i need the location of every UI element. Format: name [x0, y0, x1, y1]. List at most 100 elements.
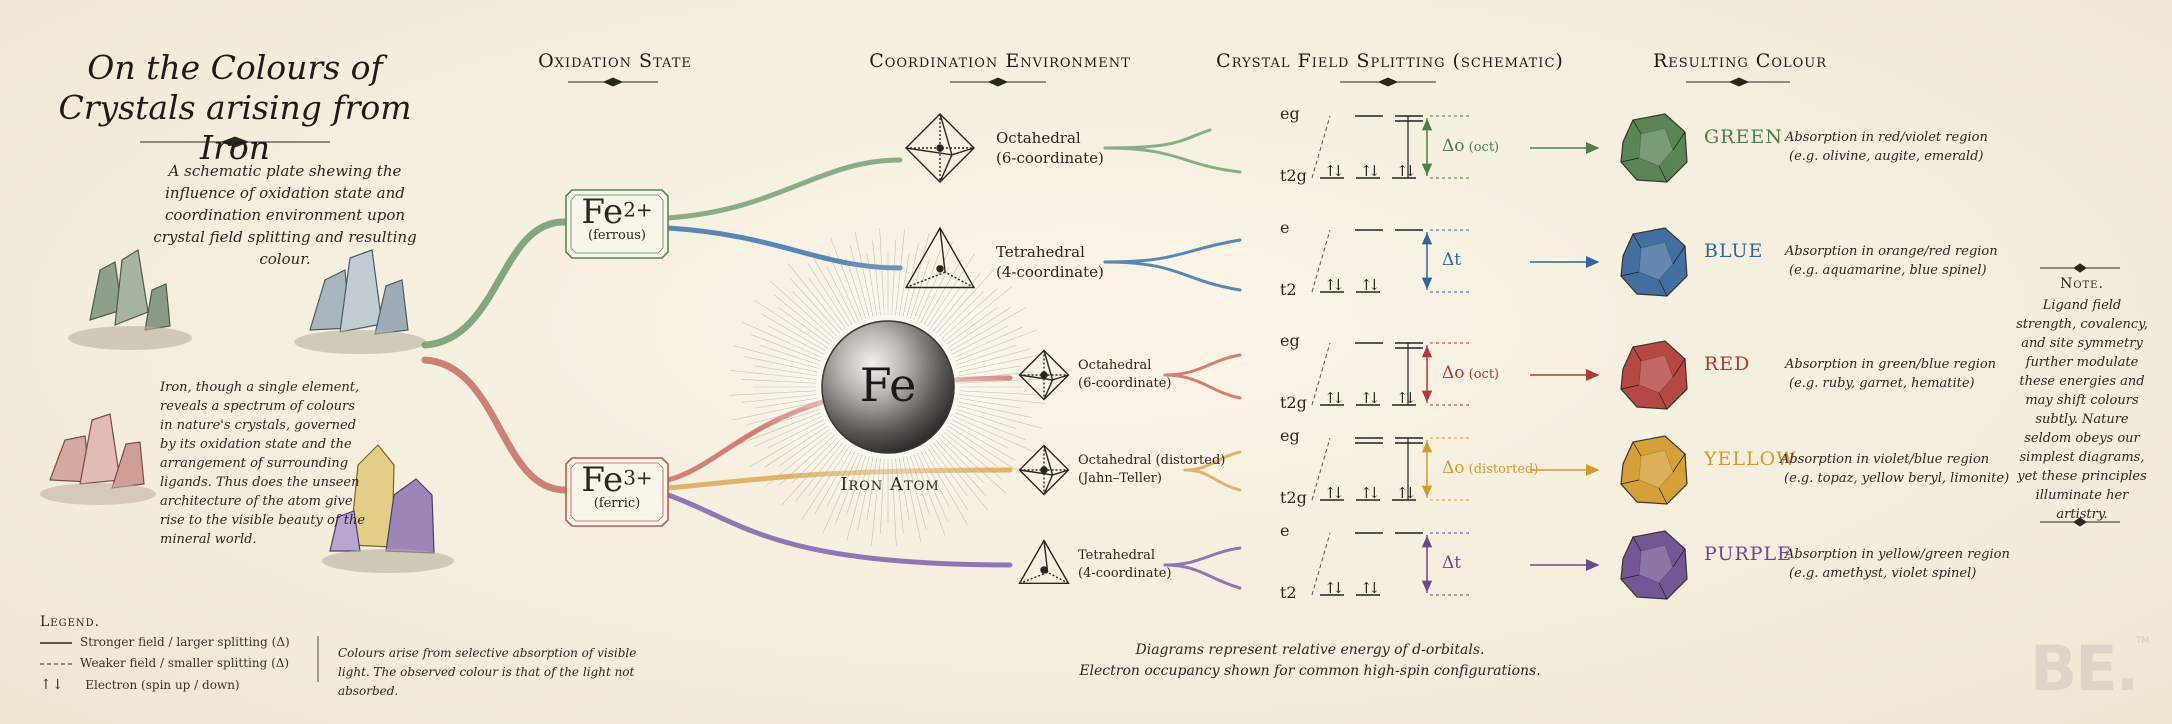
- header-oxidation-state: Oxidation State: [538, 50, 692, 72]
- absorption-region: Absorption in violet/blue region: [1780, 452, 1990, 467]
- electron-up-icon: ↑: [1360, 484, 1373, 502]
- lower-level-label: t2g: [1280, 393, 1307, 412]
- description-paragraph: Iron, though a single element, reveals a…: [160, 380, 366, 547]
- splitting-diagram-2: ↑↓↑↓: [1311, 229, 1470, 294]
- header-splitting: Crystal Field Splitting (schematic): [1216, 50, 1564, 72]
- page-title: On the Colours of Crystals arising from …: [58, 48, 412, 167]
- atom-sphere: [729, 228, 1047, 546]
- electron-down-icon: ↓: [1332, 276, 1345, 294]
- electron-down-icon: ↓: [1332, 162, 1345, 180]
- electron-down-icon: ↓: [1332, 484, 1345, 502]
- electron-down-icon: ↓: [1368, 162, 1381, 180]
- electron-up-icon: ↑: [1324, 162, 1337, 180]
- electron-up-icon: ↑: [1396, 484, 1409, 502]
- electron-up-icon: ↑: [1360, 389, 1373, 407]
- colour-name: BLUE: [1704, 240, 1764, 262]
- coordination-number: (4-coordinate): [996, 263, 1104, 281]
- legend-electron: ↑↓ Electron (spin up / down): [40, 677, 240, 693]
- footnote-line1: Diagrams represent relative energy of d-…: [1135, 642, 1485, 658]
- footnote-line2: Electron occupancy shown for common high…: [1079, 663, 1541, 679]
- state-fe2-charge: 2+: [623, 197, 653, 222]
- state-fe3-symbol: Fe: [581, 460, 624, 500]
- colour-name: RED: [1704, 353, 1751, 375]
- delta-symbol: Δo: [1442, 458, 1465, 478]
- upper-level-label: eg: [1280, 331, 1300, 350]
- lower-level-label: t2: [1280, 280, 1297, 299]
- gem-yellow-icon: [1620, 435, 1688, 505]
- atom-label: Iron Atom: [840, 474, 940, 495]
- absorption-examples: (e.g. olivine, augite, emerald): [1789, 149, 1984, 164]
- splitting-diagram-1: ↑↓↑↓↑↓: [1311, 115, 1470, 180]
- delta-note: (distorted): [1464, 462, 1539, 477]
- gem-purple-icon: [1620, 530, 1688, 600]
- electron-down-icon: ↓: [1332, 389, 1345, 407]
- absorption-examples: (e.g. aquamarine, blue spinel): [1789, 263, 1987, 278]
- polyhedron-4: [1018, 444, 1070, 496]
- legend-electron-label: Electron (spin up / down): [85, 678, 240, 692]
- ornaments: [140, 77, 2120, 527]
- coordination-label-2: Tetrahedral(4-coordinate): [996, 242, 1104, 282]
- electron-down-icon: ↓: [1368, 276, 1381, 294]
- coordination-label-5: Tetrahedral (4-coordinate): [1078, 547, 1171, 583]
- upper-level-label: eg: [1280, 426, 1300, 445]
- note-title: Note.: [2060, 276, 2104, 292]
- absorption-text: Absorption in yellow/green region(e.g. a…: [1785, 545, 2010, 583]
- electron-down-icon: ↓: [1404, 162, 1417, 180]
- delta-label: Δt: [1442, 250, 1461, 270]
- polyhedron-5: [1018, 539, 1070, 585]
- electron-down-icon: ↓: [1368, 579, 1381, 597]
- absorption-region: Absorption in red/violet region: [1785, 130, 1988, 145]
- state-fe2-name: (ferrous): [588, 228, 646, 243]
- absorption-examples: (e.g. ruby, garnet, hematite): [1789, 376, 1975, 391]
- delta-symbol: Δo: [1442, 363, 1465, 383]
- watermark-tm: TM: [2136, 636, 2150, 646]
- electron-down-icon: ↓: [1368, 484, 1381, 502]
- electron-up-icon: ↑: [1324, 276, 1337, 294]
- splitting-diagram-5: ↑↓↑↓: [1311, 532, 1470, 597]
- upper-level-label: e: [1280, 218, 1290, 237]
- gems: [1620, 113, 1688, 600]
- coordination-label-1: Octahedral(6-coordinate): [996, 128, 1104, 168]
- absorption-region: Absorption in orange/red region: [1785, 244, 1998, 259]
- electron-down-icon: ↓: [1368, 389, 1381, 407]
- polyhedron-1: [905, 113, 975, 183]
- upper-level-label: eg: [1280, 104, 1300, 123]
- coordination-name: Tetrahedral: [1078, 548, 1156, 563]
- lower-level-label: t2: [1280, 583, 1297, 602]
- upper-level-label: e: [1280, 521, 1290, 540]
- branches-right: [1103, 128, 1242, 590]
- absorption-text: Absorption in orange/red region (e.g. aqu…: [1785, 242, 1998, 280]
- state-fe3: Fe3+ (ferric): [566, 460, 668, 511]
- colour-name: YELLOW: [1704, 448, 1797, 470]
- splitting-diagram-4: ↑↓↑↓↑↓: [1311, 437, 1470, 502]
- branches-left: [421, 218, 569, 494]
- coordination-label-3: Octahedral(6-coordinate): [1078, 357, 1171, 393]
- crystal-illustrations: [40, 249, 454, 573]
- electron-up-icon: ↑: [1396, 162, 1409, 180]
- delta-label: Δt: [1442, 553, 1461, 573]
- absorption-text: Absorption in red/violet region (e.g. oli…: [1785, 128, 1988, 166]
- lower-level-label: t2g: [1280, 166, 1307, 185]
- absorption-examples: (e.g. topaz, yellow beryl, limonite): [1784, 471, 2010, 486]
- branches-fe2: [665, 157, 903, 271]
- lower-level-label: t2g: [1280, 488, 1307, 507]
- electron-up-icon: ↑: [1396, 389, 1409, 407]
- watermark-logo: BE.: [2030, 632, 2139, 705]
- coordination-number: (Jahn–Teller): [1078, 471, 1162, 486]
- atom-symbol: Fe: [859, 358, 917, 412]
- electron-up-icon: ↑: [1324, 579, 1337, 597]
- coordination-number: (4-coordinate): [1078, 566, 1172, 581]
- state-fe3-charge: 3+: [623, 465, 653, 490]
- legend-strong: Stronger field / larger splitting (Δ): [80, 635, 290, 649]
- state-fe2: Fe2+ (ferrous): [566, 192, 668, 243]
- delta-note: (oct): [1464, 140, 1500, 155]
- absorption-text: Absorption in violet/blue region (e.g. to…: [1780, 450, 2009, 488]
- electron-up-icon: ↑: [1360, 276, 1373, 294]
- legend-marks: [40, 636, 319, 682]
- delta-label: Δo (oct): [1442, 363, 1499, 383]
- electron-down-icon: ↓: [1404, 389, 1417, 407]
- header-coordination: Coordination Environment: [869, 50, 1131, 72]
- delta-note: (oct): [1464, 367, 1500, 382]
- colour-arrows: [1530, 142, 1600, 571]
